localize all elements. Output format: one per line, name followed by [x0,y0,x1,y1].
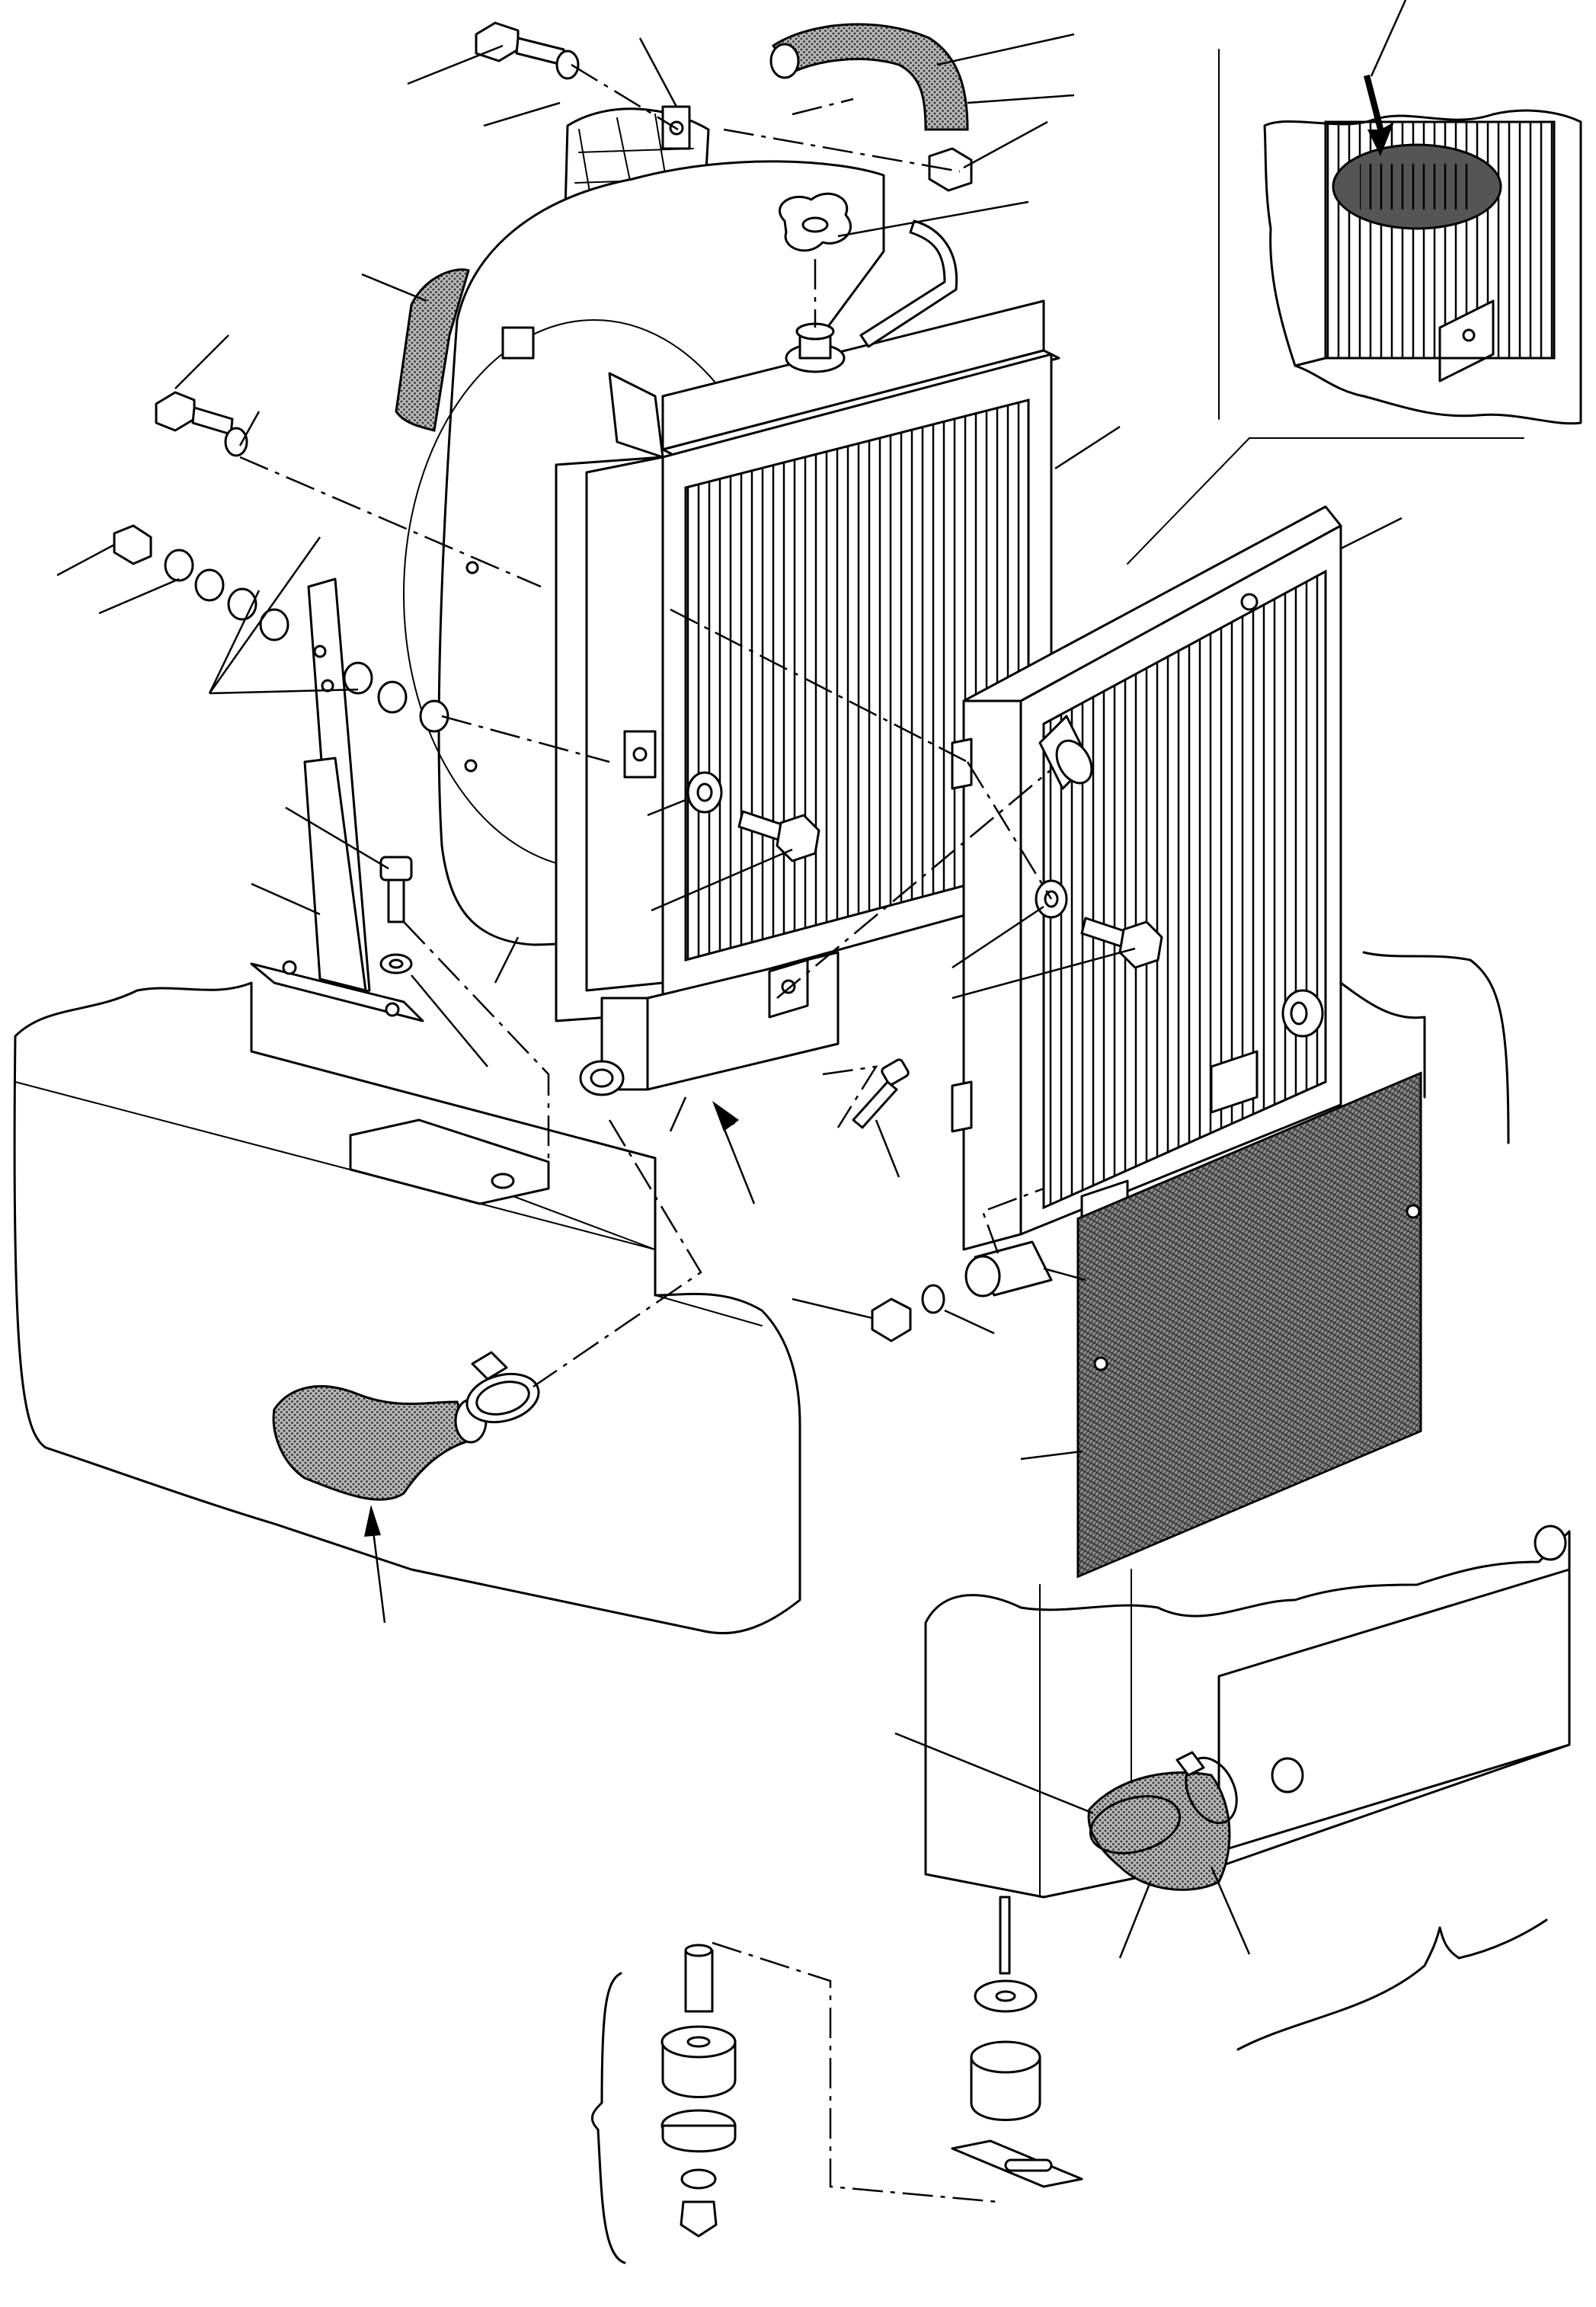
overflow-tube [859,219,958,348]
rubber-mount-detail [590,1944,737,2264]
support-bracket [250,578,424,1022]
bracket-bolt [379,856,413,974]
lower-hose-right [1087,1751,1238,1891]
oil-cooler-core [1042,569,1327,1210]
mount-stud [999,1896,1011,1975]
callout-leaders [56,33,1402,1959]
hose-clamp-right [1175,1751,1205,1777]
oil-cooler [951,505,1342,1251]
washer-mid [224,427,248,457]
cross-member [1217,1568,1571,1853]
inset-arrow [1364,75,1394,156]
shroud-seal-strip [395,268,470,432]
lower-bolt [852,1058,910,1129]
group-brace [1236,1918,1548,2051]
upper-hose [769,23,969,131]
view-arrows [364,1101,756,1624]
inset-callout-line [1127,437,1250,565]
washer-top [555,50,580,80]
mount-pad [349,1118,550,1205]
assembly-centerlines [239,63,1053,2203]
shroud-bolt [686,771,820,862]
hose-clamp-left [465,1351,540,1424]
spacer-nut [871,1240,1053,1342]
frame-right-edge [1362,951,1510,1144]
frame-left [13,981,801,1635]
rubber-mount-right [951,1979,1083,2188]
bolt-mid [155,391,248,457]
lower-hose [272,1385,488,1501]
detail-inset [1263,0,1582,425]
radiator [555,299,1060,1096]
frame-lower-right [924,1525,1571,1899]
grille-screen [1076,1071,1422,1579]
nut-washer-stack [113,524,449,733]
